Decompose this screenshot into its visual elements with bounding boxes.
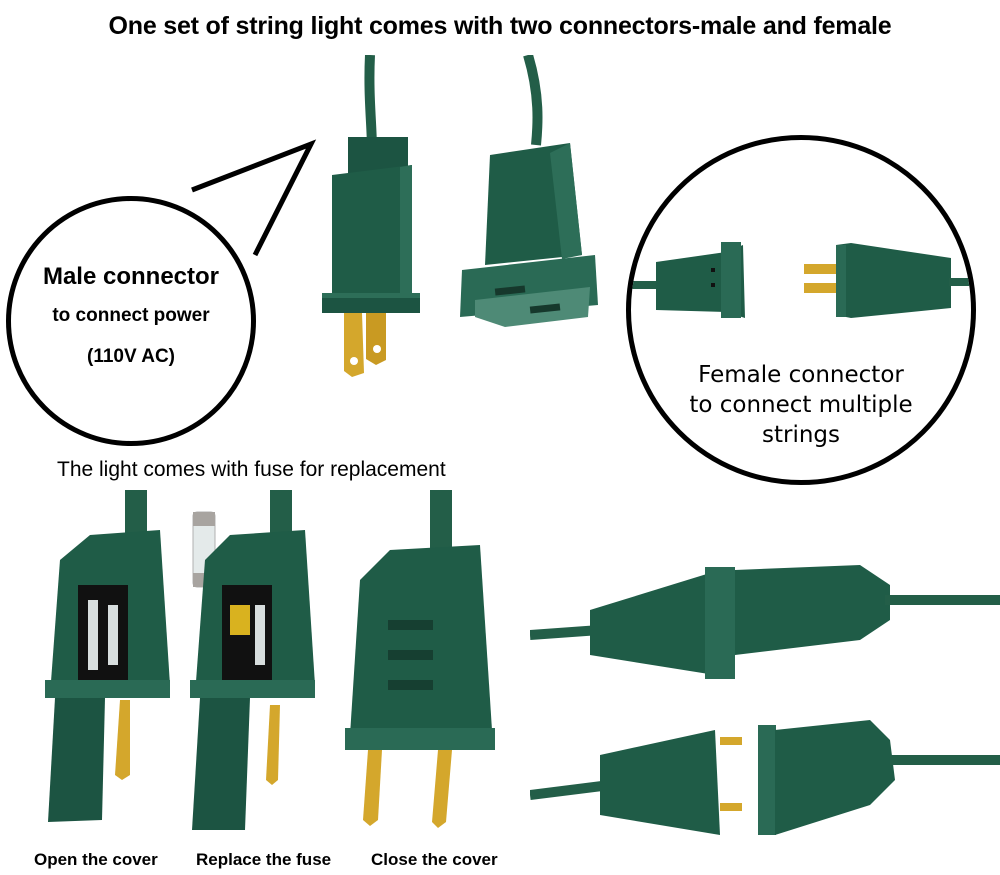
male-plug-prongs	[804, 264, 836, 293]
connected-pair-separated	[530, 720, 1000, 835]
male-callout-heading: Male connector	[42, 263, 220, 290]
female-cord	[523, 55, 543, 146]
female-male-pair-photo	[631, 242, 971, 318]
step-replace-fuse: Replace the fuse	[196, 850, 332, 869]
fuse-replacement-photo	[45, 490, 495, 830]
male-prongs	[344, 313, 386, 377]
connected-pair-joined	[530, 565, 1000, 679]
male-cord	[364, 55, 377, 151]
female-callout-heading: Female connector	[698, 362, 904, 388]
page-title: One set of string light comes with two c…	[108, 12, 892, 40]
plug-replace-fuse	[190, 490, 315, 830]
top-connectors-photo	[322, 55, 598, 377]
plug-close-cover	[345, 490, 495, 828]
male-plug	[836, 243, 951, 318]
plug-open-cover	[45, 490, 170, 822]
step-close-cover: Close the cover	[371, 850, 498, 869]
connected-pairs-photo	[530, 565, 1000, 835]
male-connector-callout: Male connector to connect power (110V AC…	[6, 196, 256, 446]
female-callout-description: to connect multiple	[689, 392, 913, 418]
female-socket-body	[460, 143, 598, 327]
step-open-cover: Open the cover	[34, 850, 158, 869]
fuse-caption: The light comes with fuse for replacemen…	[57, 458, 446, 481]
male-callout-voltage: (110V AC)	[87, 346, 175, 367]
male-plug-body	[322, 137, 420, 313]
female-connector-callout: Female connector to connect multiple str…	[626, 135, 976, 485]
male-callout-description: to connect power	[52, 305, 210, 326]
female-callout-description-cont: strings	[761, 422, 840, 448]
